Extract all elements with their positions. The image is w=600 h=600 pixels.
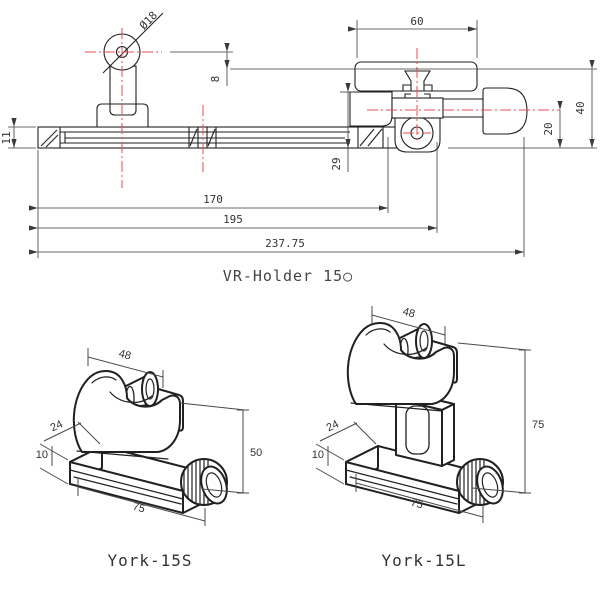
dim-clamp-depth: 29 xyxy=(330,157,343,170)
dim-l-roller-width: 48 xyxy=(401,306,416,321)
dim-overall-height: 40 xyxy=(574,101,587,114)
dim-l-overall-height: 75 xyxy=(532,419,544,431)
centerlines xyxy=(85,28,560,188)
dim-s-roller-width: 48 xyxy=(117,348,132,363)
vr-holder-drawing: 60 8 40 20 29 11 170 195 237.75 Ø18 VR-H… xyxy=(0,9,597,285)
dim-head-offset: 8 xyxy=(209,76,222,83)
dim-l-base-length: 75 xyxy=(409,497,424,512)
dim-s-base-height: 10 xyxy=(36,449,48,461)
dim-hole-diameter: Ø18 xyxy=(137,9,160,32)
dim-s-base-depth: 24 xyxy=(49,418,65,434)
dim-l-base-height: 10 xyxy=(312,449,324,461)
rail-side-view xyxy=(37,126,431,149)
adjustment-knob xyxy=(482,87,528,135)
column-window xyxy=(405,405,430,455)
dim-overall-length: 237.75 xyxy=(265,237,305,250)
dim-s-base-length: 75 xyxy=(131,501,146,516)
york-15l-dimensions: 48 24 10 75 75 xyxy=(312,306,544,523)
york-15l-drawing: 48 24 10 75 75 York-15L xyxy=(312,306,545,570)
york-15s-drawing: 48 24 10 50 75 York-15S xyxy=(36,348,263,570)
york-15s-dimensions: 48 24 10 50 75 xyxy=(36,348,262,526)
rod-post xyxy=(96,12,164,128)
dim-top-plate-width: 60 xyxy=(410,15,423,28)
dim-l-base-depth: 24 xyxy=(325,418,341,434)
dim-length-to-housing: 195 xyxy=(223,213,243,226)
dim-s-overall-height: 50 xyxy=(250,447,262,459)
york-15l-title: York-15L xyxy=(381,551,466,570)
york-15s-title: York-15S xyxy=(107,551,192,570)
dim-rail-height: 11 xyxy=(0,131,13,144)
riser-column xyxy=(395,392,455,467)
dimensions: 60 8 40 20 29 11 170 195 237.75 Ø18 xyxy=(0,9,597,258)
top-plate xyxy=(354,61,478,92)
clamp-jaw xyxy=(349,91,393,127)
dim-length-to-clamp: 170 xyxy=(203,193,223,206)
vr-holder-title: VR-Holder 15○ xyxy=(223,267,353,285)
dim-clamp-center-height: 20 xyxy=(542,122,555,135)
